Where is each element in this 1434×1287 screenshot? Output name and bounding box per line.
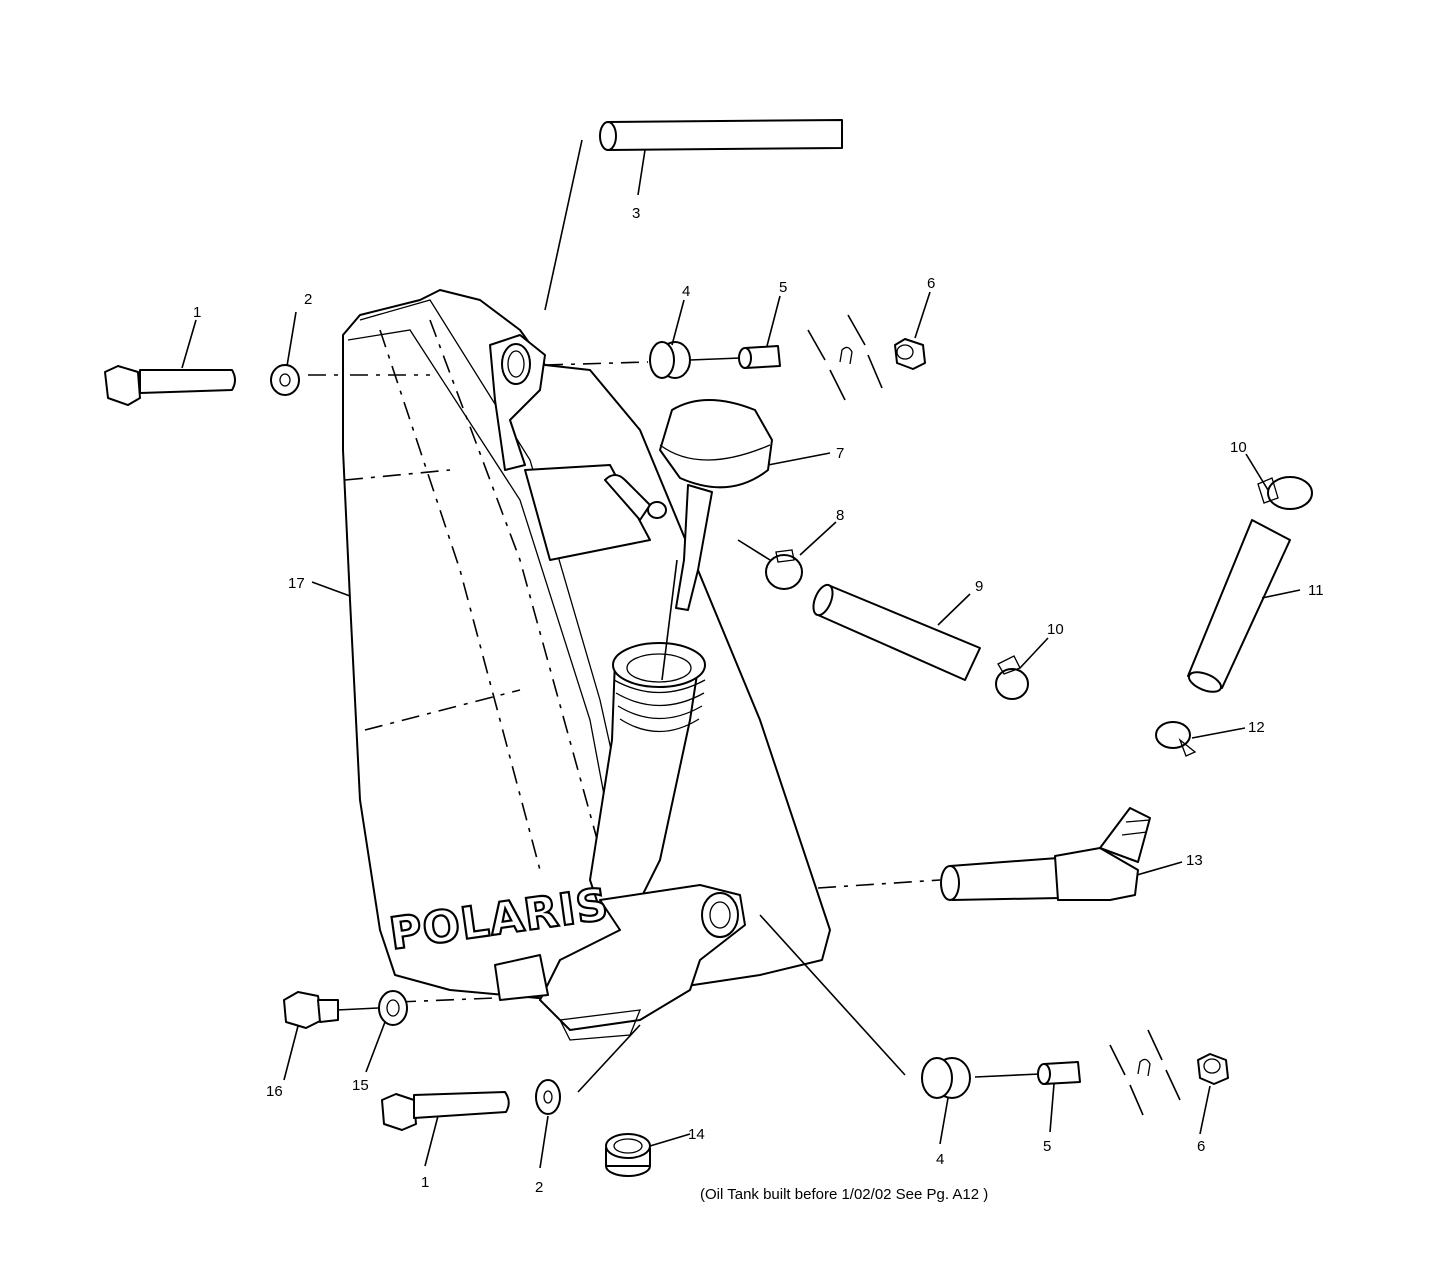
clip-top-icon	[839, 346, 853, 365]
callout-5-bottom: 5	[1043, 1138, 1051, 1155]
clamp-8	[765, 549, 803, 590]
grommet-bottom	[921, 1057, 971, 1099]
callout-7: 7	[836, 445, 844, 462]
callout-10-mid: 10	[1047, 621, 1064, 638]
plug-14	[605, 1133, 651, 1177]
washer-15	[378, 990, 408, 1026]
callout-1-top: 1	[193, 304, 201, 321]
nut-bottom	[1197, 1053, 1229, 1085]
callout-11: 11	[1308, 582, 1324, 599]
callout-8: 8	[836, 507, 844, 524]
callout-16: 16	[266, 1083, 283, 1100]
hose-9	[812, 583, 981, 681]
callout-labels: 1 2 3 4 5 6 7 8 9 10 10 11 12 13 14 15 1…	[193, 205, 1324, 1196]
footnote: (Oil Tank built before 1/02/02 See Pg. A…	[700, 1186, 988, 1203]
callout-15: 15	[352, 1077, 369, 1094]
elbow-fitting	[940, 807, 1151, 901]
callout-2-top: 2	[304, 291, 312, 308]
callout-leaders	[181, 149, 1301, 1169]
bolt-top	[104, 365, 236, 406]
hose-3	[599, 119, 843, 151]
drain-plug-16	[283, 991, 339, 1029]
washer-top	[270, 364, 300, 396]
callout-4-top: 4	[682, 283, 690, 300]
callout-5-top: 5	[779, 279, 787, 296]
assembly-lines	[308, 139, 1181, 1116]
grommet-top	[649, 341, 691, 379]
clip-bottom-icon	[1137, 1058, 1151, 1077]
callout-1-bottom: 1	[421, 1174, 429, 1191]
clamp-10-right	[1257, 476, 1313, 510]
callout-3: 3	[632, 205, 640, 222]
clamp-10-mid	[995, 655, 1029, 700]
callout-14: 14	[688, 1126, 705, 1143]
callout-13: 13	[1186, 852, 1203, 869]
callout-10-right: 10	[1230, 439, 1247, 456]
bolt-bottom	[381, 1091, 510, 1131]
callout-4-bottom: 4	[936, 1151, 944, 1168]
callout-17: 17	[288, 575, 305, 592]
callout-9: 9	[975, 578, 983, 595]
clamp-12	[1155, 721, 1197, 757]
nut-top	[894, 338, 926, 370]
callout-12: 12	[1248, 719, 1265, 736]
washer-bottom	[535, 1079, 561, 1115]
callout-6-bottom: 6	[1197, 1138, 1205, 1155]
callout-6-top: 6	[927, 275, 935, 292]
hose-11	[1187, 519, 1291, 693]
spacer-top	[738, 345, 781, 369]
callout-2-bottom: 2	[535, 1179, 543, 1196]
filler-cap	[659, 399, 773, 611]
spacer-bottom	[1037, 1061, 1081, 1085]
oil-tank: POLARIS	[342, 289, 831, 1041]
